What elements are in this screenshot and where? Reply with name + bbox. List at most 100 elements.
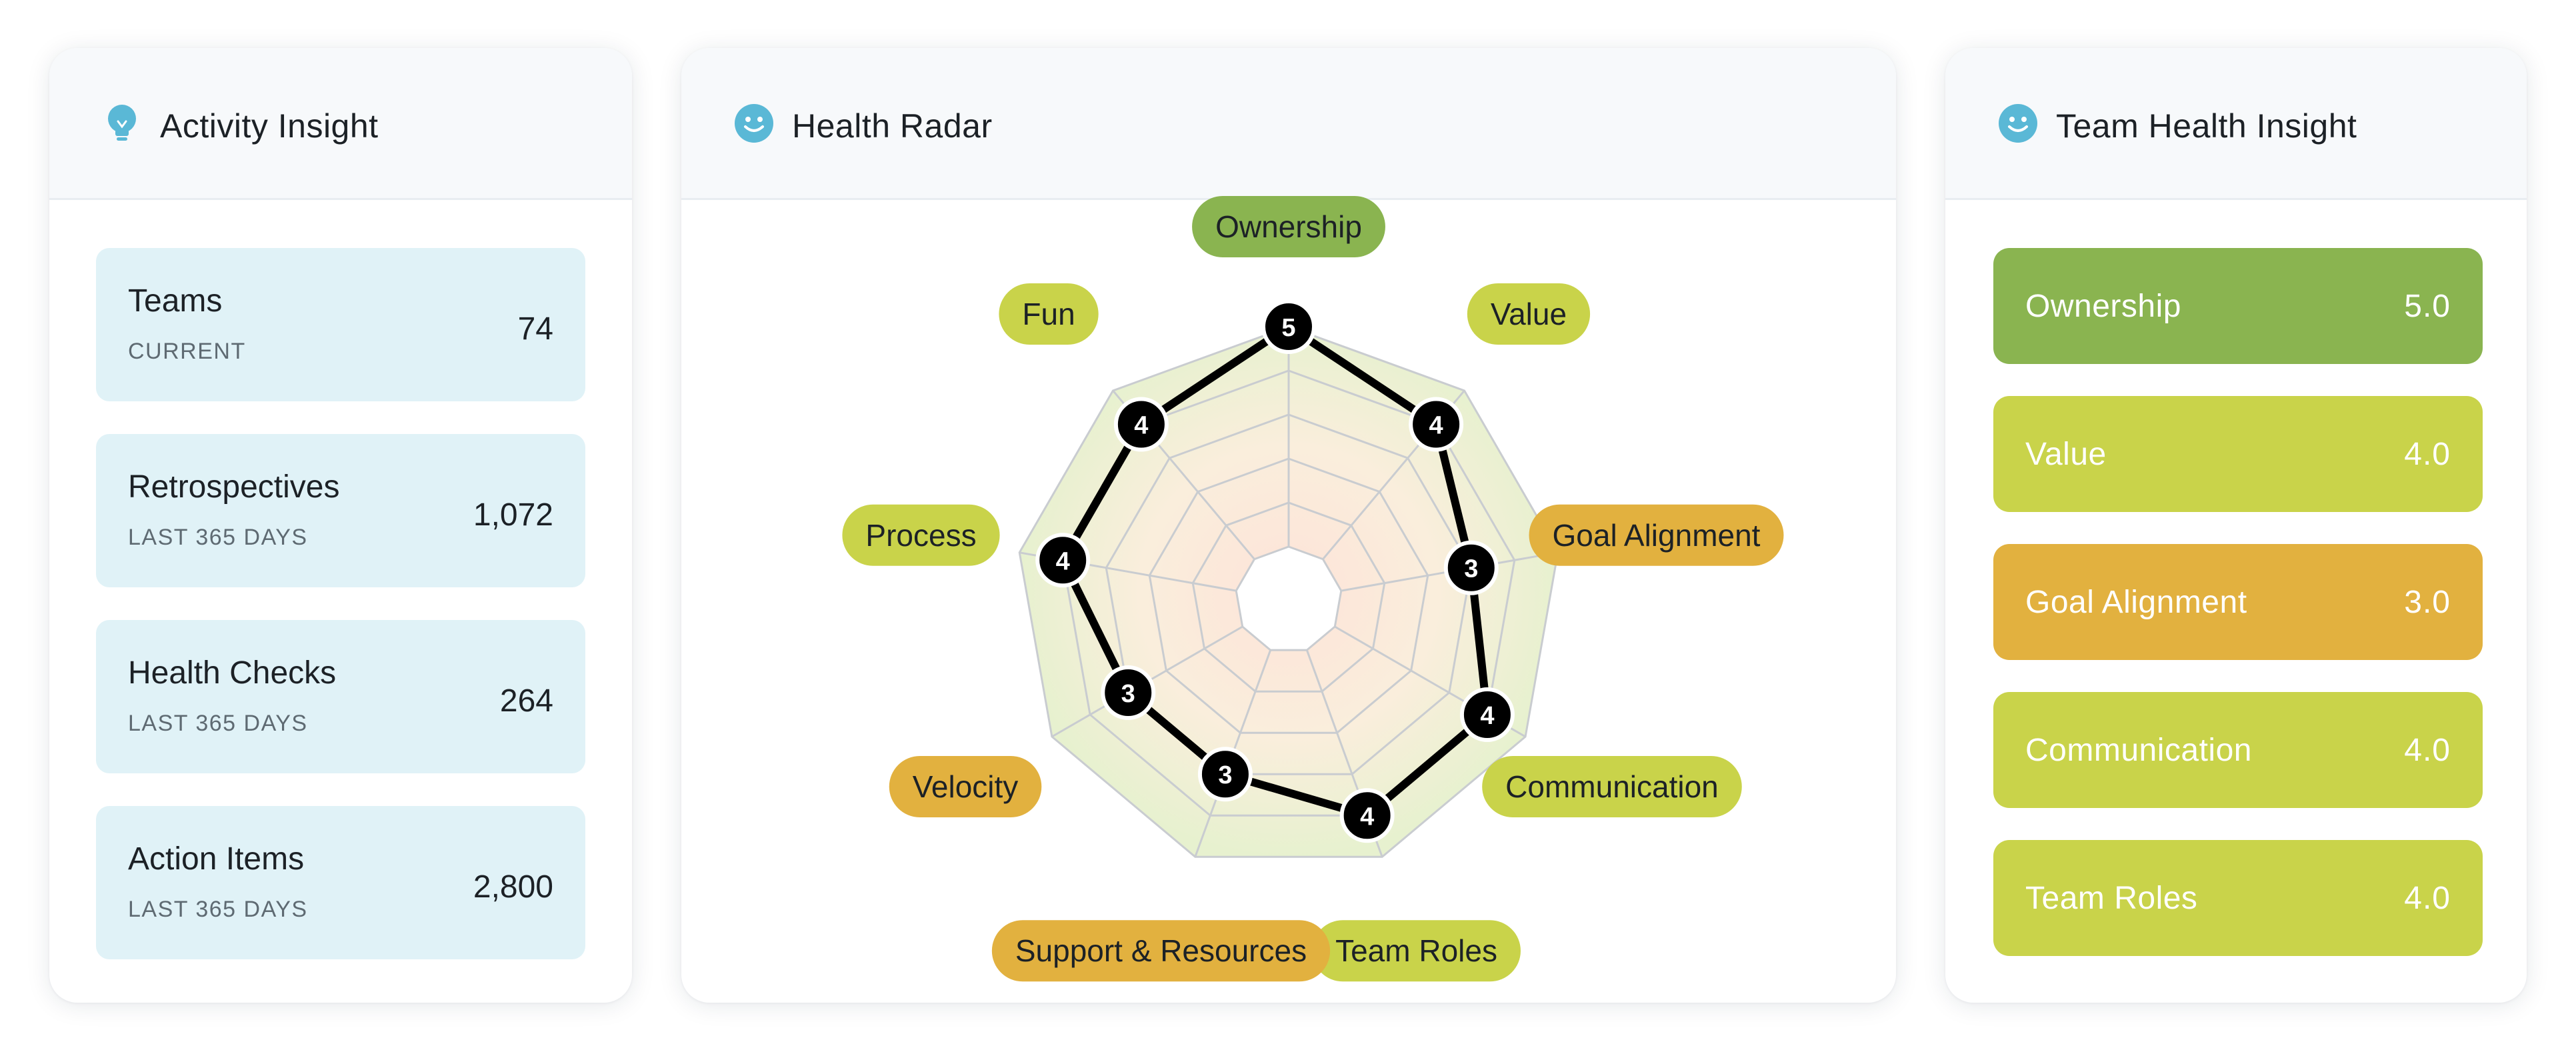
- radar-point-marker: [1339, 788, 1395, 843]
- insight-row-ownership[interactable]: Ownership 5.0: [1993, 248, 2483, 364]
- radar-point-marker: [1101, 665, 1156, 720]
- radar-point-ownership[interactable]: 5: [1261, 299, 1316, 354]
- activity-insight-title: Activity Insight: [160, 107, 379, 145]
- radar-point-label: 4: [1360, 803, 1374, 831]
- stat-sub: LAST 365 DAYS: [128, 711, 308, 736]
- radar-point-marker: [1261, 299, 1316, 354]
- radar-point-fun[interactable]: 4: [1113, 397, 1169, 452]
- stat-value: 74: [517, 311, 553, 347]
- smiley-icon: [735, 104, 773, 143]
- stat-action-items[interactable]: Action Items LAST 365 DAYS 2,800: [96, 806, 585, 959]
- radar-grid-ring: [1105, 413, 1473, 775]
- radar-label-ownership: Ownership: [1192, 196, 1385, 257]
- radar-label-text: Process: [865, 518, 976, 553]
- radar-label-pill: [889, 756, 1042, 817]
- stat-sub: LAST 365 DAYS: [128, 525, 308, 550]
- radar-point-process[interactable]: 4: [1035, 533, 1091, 588]
- insight-value: 4.0: [2404, 881, 2451, 916]
- health-radar-title: Health Radar: [792, 107, 993, 145]
- radar-label-pill: [1312, 920, 1521, 982]
- radar-label-team-roles: Team Roles: [1312, 920, 1521, 982]
- insight-value: 5.0: [2404, 289, 2451, 324]
- radar-label-text: Support & Resources: [1015, 933, 1307, 968]
- stat-label: Teams: [128, 283, 223, 319]
- radar-point-label: 3: [1218, 761, 1232, 789]
- radar-label-pill: [1467, 283, 1591, 345]
- radar-label-text: Fun: [1022, 297, 1075, 331]
- radar-label-text: Velocity: [913, 769, 1019, 804]
- radar-label-value: Value: [1467, 283, 1591, 345]
- radar-point-marker: [1409, 397, 1464, 452]
- lightbulb-icon: [108, 105, 136, 141]
- insight-label: Team Roles: [2025, 881, 2198, 916]
- radar-label-text: Goal Alignment: [1553, 518, 1761, 553]
- radar-label-velocity: Velocity: [889, 756, 1042, 817]
- radar-label-pill: [1482, 756, 1742, 817]
- radar-point-label: 5: [1281, 314, 1295, 342]
- radar-label-pill: [1192, 196, 1385, 257]
- radar-label-text: Value: [1491, 297, 1567, 331]
- radar-point-marker: [1113, 397, 1169, 452]
- radar-label-support-resources: Support & Resources: [991, 920, 1331, 982]
- activity-insight-card: Activity Insight Teams CURRENT 74 Retros…: [49, 48, 632, 1003]
- radar-point-label: 4: [1056, 547, 1070, 575]
- insight-label: Value: [2025, 437, 2107, 472]
- radar-point-velocity[interactable]: 3: [1101, 665, 1156, 720]
- insight-label: Goal Alignment: [2025, 585, 2247, 620]
- insight-value: 4.0: [2404, 437, 2451, 472]
- radar-point-communication[interactable]: 4: [1459, 687, 1515, 742]
- radar-grid-ring: [1148, 457, 1429, 734]
- radar-grid-ring: [1018, 325, 1559, 858]
- stat-value: 1,072: [473, 497, 553, 533]
- smiley-icon: [1999, 104, 2037, 143]
- insight-row-team-roles[interactable]: Team Roles 4.0: [1993, 840, 2483, 956]
- insight-label: Communication: [2025, 733, 2252, 768]
- insight-row-communication[interactable]: Communication 4.0: [1993, 692, 2483, 808]
- insight-value: 4.0: [2404, 733, 2451, 768]
- radar-label-pill: [842, 504, 1000, 566]
- stat-sub: CURRENT: [128, 339, 246, 364]
- radar-label-text: Ownership: [1215, 209, 1362, 244]
- radar-point-marker: [1197, 747, 1253, 802]
- radar-point-marker: [1035, 533, 1091, 588]
- stat-teams[interactable]: Teams CURRENT 74: [96, 248, 585, 401]
- radar-point-label: 4: [1480, 702, 1494, 730]
- radar-point-label: 3: [1464, 555, 1478, 583]
- stat-sub: LAST 365 DAYS: [128, 897, 308, 922]
- insight-label: Ownership: [2025, 289, 2181, 324]
- radar-grid-ring: [1235, 545, 1343, 651]
- radar-point-team-roles[interactable]: 4: [1339, 788, 1395, 843]
- radar-label-text: Communication: [1505, 769, 1719, 804]
- stat-label: Retrospectives: [128, 469, 340, 505]
- stat-value: 2,800: [473, 869, 553, 905]
- radar-label-fun: Fun: [999, 283, 1099, 345]
- radar-point-label: 4: [1429, 411, 1443, 439]
- team-health-insight-title: Team Health Insight: [2056, 107, 2357, 145]
- stat-retrospectives[interactable]: Retrospectives LAST 365 DAYS 1,072: [96, 434, 585, 587]
- radar-grid-ring: [1191, 501, 1386, 693]
- radar-label-process: Process: [842, 504, 1000, 566]
- radar-series: 5 4 3 4 4 3 3 4 4: [1035, 299, 1515, 843]
- insight-row-value[interactable]: Value 4.0: [1993, 396, 2483, 512]
- radar-fill: [1019, 327, 1558, 857]
- radar-label-goal-alignment: Goal Alignment: [1529, 504, 1784, 566]
- stat-value: 264: [499, 683, 553, 719]
- radar-label-communication: Communication: [1482, 756, 1742, 817]
- health-radar-header: Health Radar: [681, 48, 1896, 200]
- stat-health-checks[interactable]: Health Checks LAST 365 DAYS 264: [96, 620, 585, 773]
- radar-point-value[interactable]: 4: [1409, 397, 1464, 452]
- stat-label: Health Checks: [128, 655, 337, 691]
- radar-point-label: 3: [1121, 680, 1135, 708]
- activity-insight-header: Activity Insight: [49, 48, 632, 200]
- radar-series-line: [1059, 323, 1491, 820]
- stat-label: Action Items: [128, 841, 305, 877]
- radar-point-goal-alignment[interactable]: 3: [1443, 540, 1499, 595]
- radar-point-support-resources[interactable]: 3: [1197, 747, 1253, 802]
- team-health-insight-header: Team Health Insight: [1945, 48, 2527, 200]
- radar-label-text: Team Roles: [1335, 933, 1497, 968]
